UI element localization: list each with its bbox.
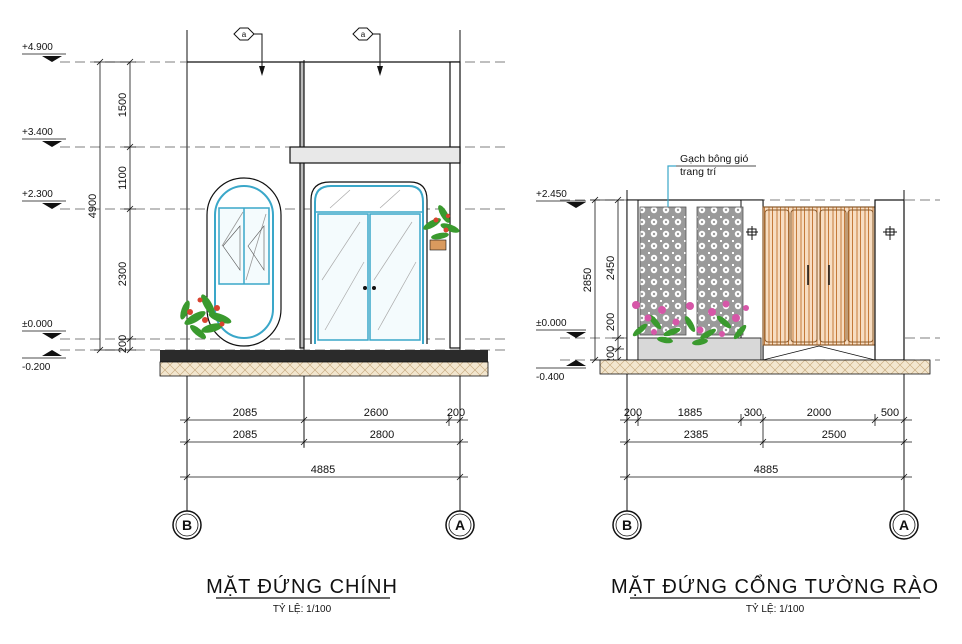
dim-height: 200 xyxy=(605,346,617,364)
horizontal-dimensions xyxy=(180,414,468,481)
breeze-block-note: Gạch bông gió trang trí xyxy=(667,153,756,207)
dim-height: 2450 xyxy=(605,256,617,280)
dim-width: 2600 xyxy=(364,407,388,419)
vertical-dimensions xyxy=(94,58,136,354)
wall-lamp-icon xyxy=(883,226,897,240)
building-outline xyxy=(187,61,461,349)
fence-elevation: +2.450 ±0.000 -0.400 2450 200 xyxy=(536,153,940,615)
section-mark: a xyxy=(352,27,383,76)
section-mark: a xyxy=(233,27,265,76)
fence-wall xyxy=(626,199,764,361)
horizontal-dimensions xyxy=(620,414,912,481)
flower-bed xyxy=(632,300,749,346)
svg-text:B: B xyxy=(182,517,192,533)
dim-width: 200 xyxy=(624,407,642,419)
drawing-scale: TỶ LỆ: 1/100 xyxy=(273,602,332,615)
drawing-title: MẶT ĐỨNG CỔNG TƯỜNG RÀO xyxy=(611,574,939,598)
dim-width: 2085 xyxy=(233,407,257,419)
dim-width: 2500 xyxy=(822,429,846,441)
level-label: +2.450 xyxy=(536,189,567,200)
svg-text:A: A xyxy=(899,517,909,533)
dim-width: 200 xyxy=(447,407,465,419)
level-label: +2.300 xyxy=(22,189,53,200)
plant-right xyxy=(423,205,460,251)
wooden-gate xyxy=(762,206,876,361)
level-markers: +4.900 +3.400 +2.300 ±0.000 -0.200 xyxy=(22,42,66,373)
svg-text:A: A xyxy=(455,517,465,533)
oval-window xyxy=(206,177,282,347)
level-label: ±0.000 xyxy=(22,319,53,330)
svg-text:Gạch bông gió: Gạch bông gió xyxy=(680,153,748,165)
dim-height: 2300 xyxy=(117,262,129,286)
dim-total-height: 4900 xyxy=(87,194,99,218)
svg-text:a: a xyxy=(242,30,247,39)
dim-width: 2085 xyxy=(233,429,257,441)
ground-strip xyxy=(599,359,931,375)
axis-bubble-b: B xyxy=(612,510,642,540)
axis-bubble-a: A xyxy=(445,510,475,540)
svg-text:B: B xyxy=(622,517,632,533)
level-label: -0.400 xyxy=(536,372,565,383)
dim-height: 200 xyxy=(117,335,129,353)
ground-strip xyxy=(159,361,489,377)
dim-width: 500 xyxy=(881,407,899,419)
level-label: ±0.000 xyxy=(536,318,567,329)
svg-text:trang trí: trang trí xyxy=(680,166,716,178)
wall-lamp-icon xyxy=(746,226,758,240)
dim-width: 300 xyxy=(744,407,762,419)
dim-width: 2000 xyxy=(807,407,831,419)
breeze-block-panel xyxy=(696,206,744,336)
dim-height: 1500 xyxy=(117,93,129,117)
level-markers: +2.450 ±0.000 -0.400 xyxy=(536,189,586,383)
plant-left xyxy=(180,294,232,339)
main-door xyxy=(310,181,428,344)
dim-height: 1100 xyxy=(117,166,129,190)
dim-width: 2800 xyxy=(370,429,394,441)
main-elevation: +4.900 +3.400 +2.300 ±0.000 -0.200 xyxy=(22,27,510,615)
dim-total-height: 2850 xyxy=(582,268,594,292)
dim-total-width: 4885 xyxy=(754,464,778,476)
right-pillar xyxy=(874,199,905,361)
drawing-title: MẶT ĐỨNG CHÍNH xyxy=(206,575,398,598)
level-label: +4.900 xyxy=(22,42,53,53)
dim-width: 1885 xyxy=(678,407,702,419)
dim-height: 200 xyxy=(605,313,617,331)
axis-bubble-b: B xyxy=(172,510,202,540)
dim-total-width: 4885 xyxy=(311,464,335,476)
axis-bubble-a: A xyxy=(889,510,919,540)
level-label: +3.400 xyxy=(22,127,53,138)
base-slab xyxy=(160,350,488,362)
drawing-scale: TỶ LỆ: 1/100 xyxy=(746,602,805,615)
level-label: -0.200 xyxy=(22,362,51,373)
dim-width: 2385 xyxy=(684,429,708,441)
svg-text:a: a xyxy=(361,30,366,39)
